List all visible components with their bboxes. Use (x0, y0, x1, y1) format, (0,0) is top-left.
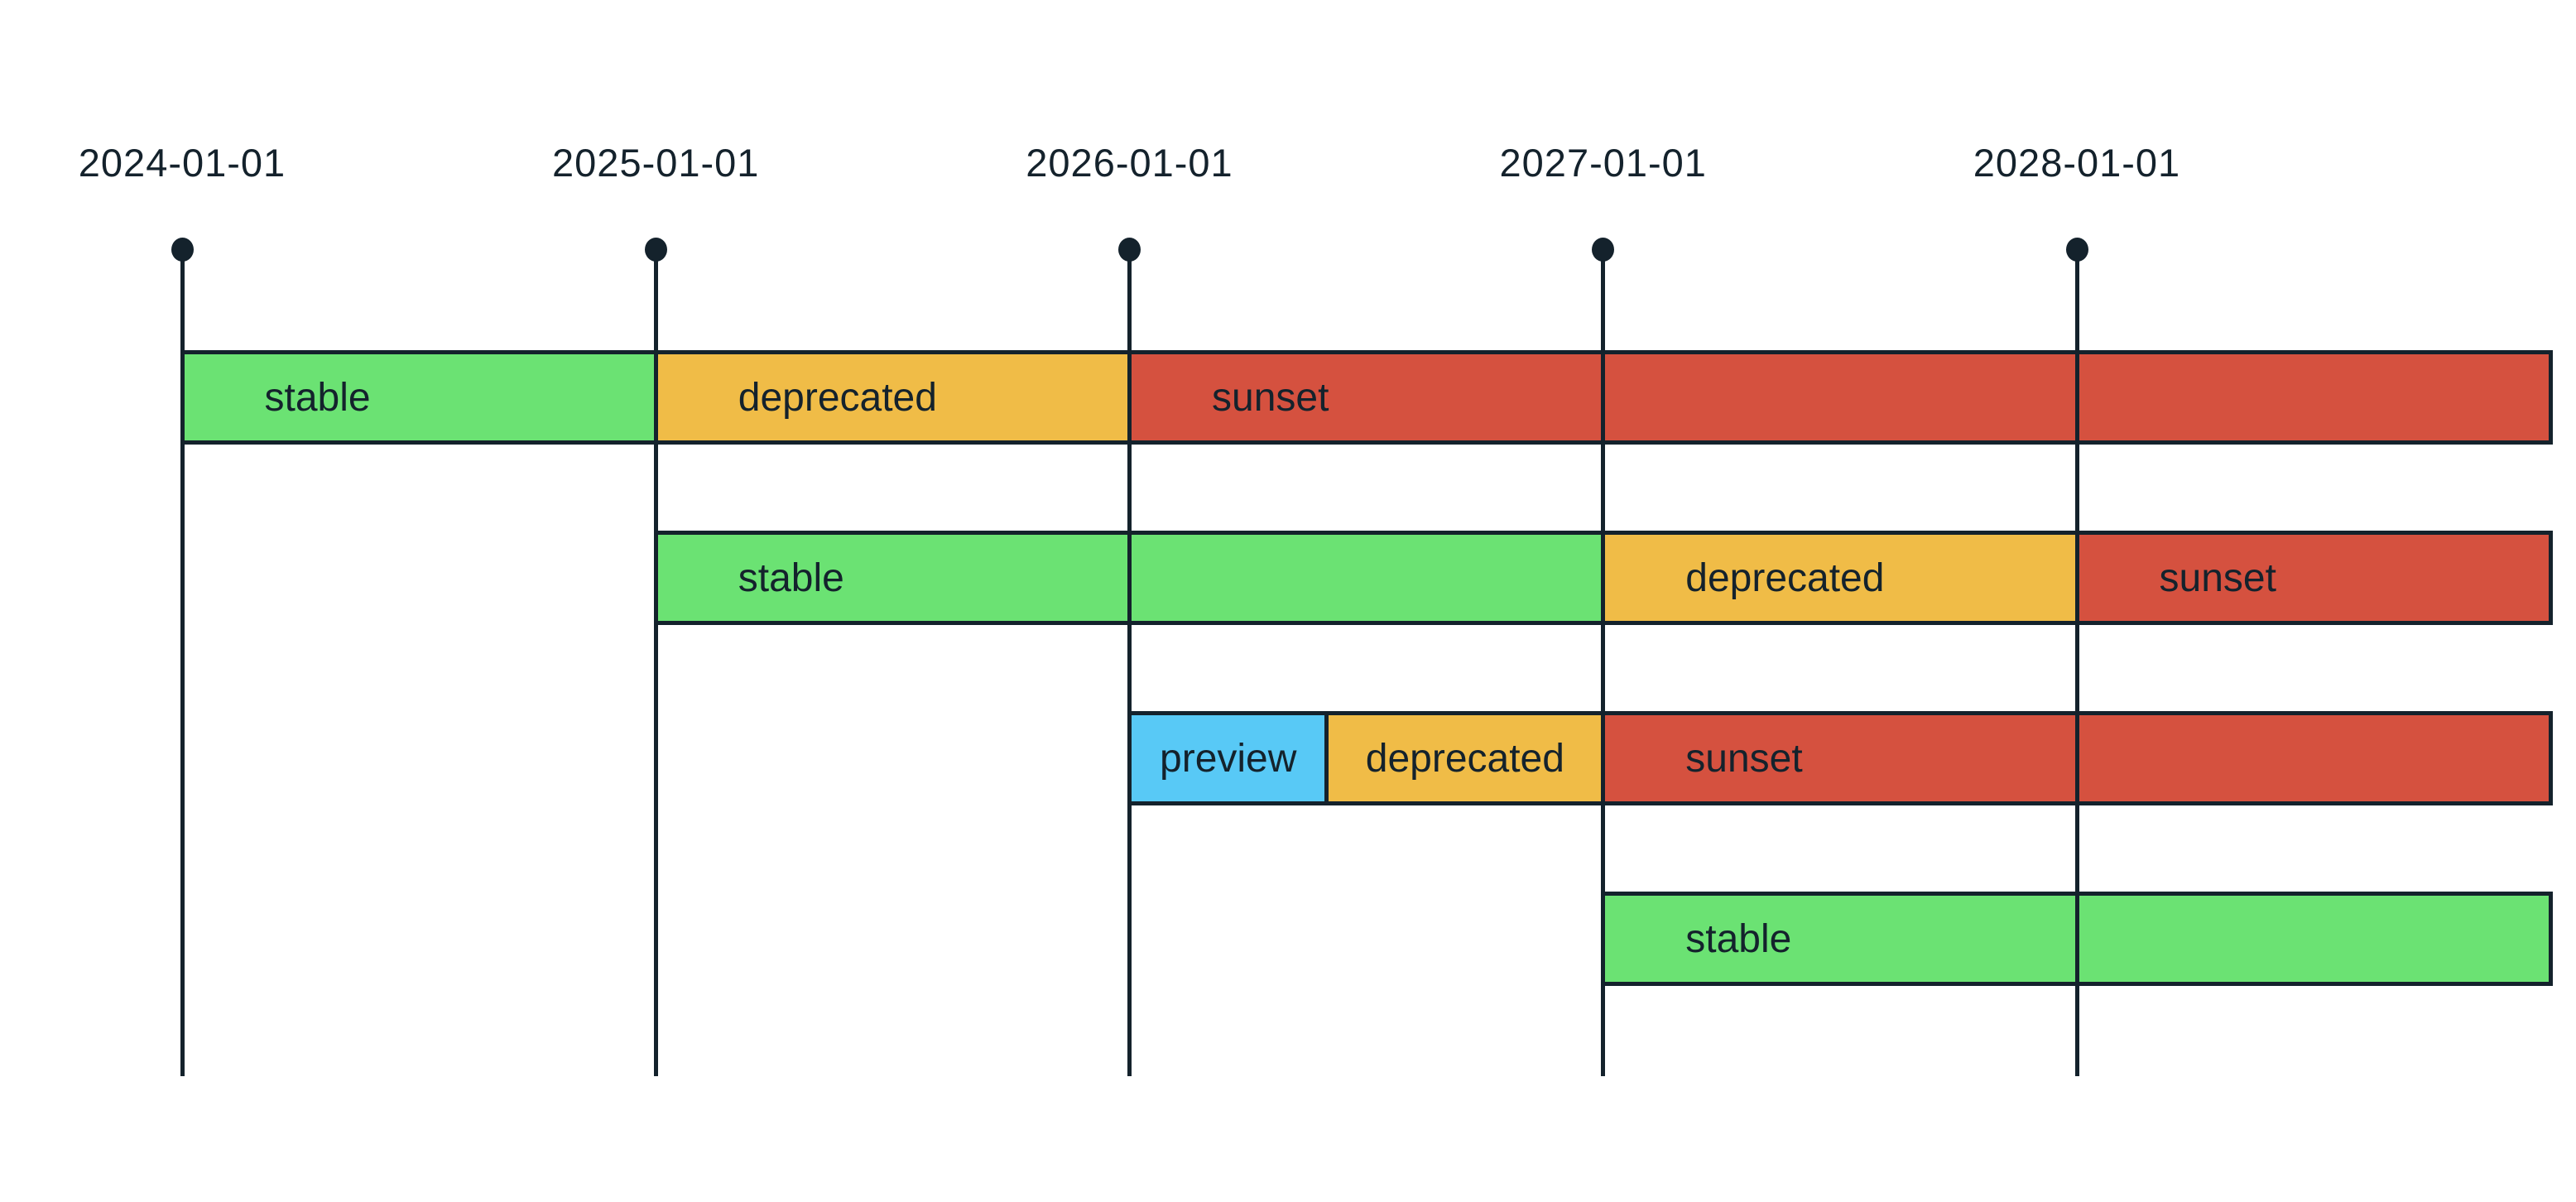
timeline-segment-sunset: sunset (2074, 531, 2553, 625)
timeline-dot (171, 237, 194, 262)
timeline-gridline (1127, 248, 1132, 1076)
timeline-gridline (653, 248, 658, 1076)
axis-date-label: 2025-01-01 (552, 141, 760, 185)
timeline-segment-sunset: sunset (1127, 350, 2553, 445)
timeline-segment-deprecated: deprecated (1601, 531, 2079, 625)
segment-label: sunset (2159, 555, 2276, 600)
segment-label: deprecated (1365, 736, 1564, 781)
timeline-segment-deprecated: deprecated (653, 350, 1132, 445)
timeline-gridline (180, 248, 185, 1076)
axis-date-label: 2028-01-01 (1973, 141, 2181, 185)
segment-label: stable (1685, 916, 1792, 961)
timeline-segment-stable: stable (180, 350, 658, 445)
segment-label: sunset (1685, 736, 1803, 781)
timeline-segment-deprecated: deprecated (1324, 711, 1606, 805)
timeline-gridline (1601, 248, 1606, 1076)
segment-label: deprecated (1685, 555, 1885, 600)
timeline-dot (2065, 237, 2088, 262)
timeline-dot (1118, 237, 1141, 262)
segment-label: stable (264, 375, 371, 420)
axis-date-label: 2026-01-01 (1026, 141, 1233, 185)
timeline-segment-preview: preview (1127, 711, 1329, 805)
timeline-gridline (2074, 248, 2079, 1076)
segment-label: deprecated (738, 375, 937, 420)
segment-label: stable (738, 555, 844, 600)
segment-label: sunset (1212, 375, 1329, 420)
axis-date-label: 2024-01-01 (78, 141, 286, 185)
axis-date-label: 2027-01-01 (1499, 141, 1707, 185)
timeline-dot (644, 237, 667, 262)
timeline-dot (1592, 237, 1615, 262)
segment-label: preview (1160, 736, 1297, 781)
